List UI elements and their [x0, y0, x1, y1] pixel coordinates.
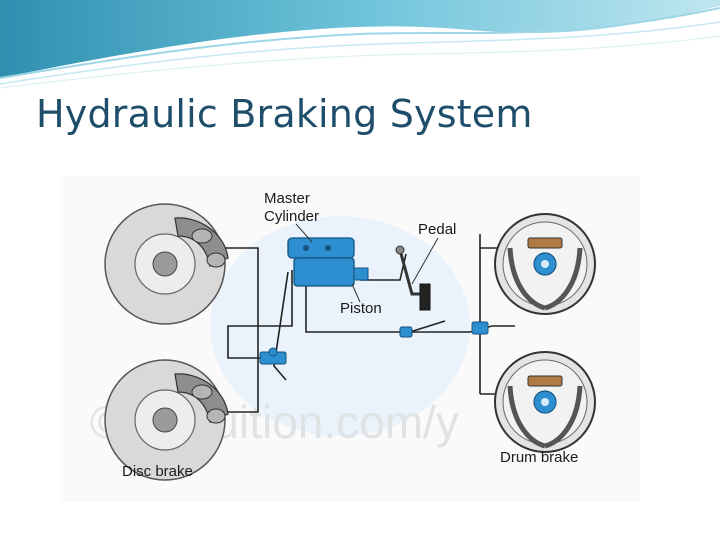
pedal-icon: [395, 245, 431, 311]
hydraulic-brake-diagram: ©tutetuition.com/y: [60, 176, 640, 502]
slide-title: Hydraulic Braking System: [36, 92, 533, 136]
label-pedal: Pedal: [418, 221, 456, 238]
drum-brake-bottom: [494, 351, 596, 453]
label-leaders: [295, 223, 439, 303]
line-fittings: [399, 321, 489, 338]
disc-brake-bottom: [104, 359, 229, 481]
label-piston: Piston: [340, 300, 382, 317]
disc-brake-top: [104, 203, 229, 325]
label-drum-brake: Drum brake: [500, 449, 578, 466]
master-cylinder: [287, 237, 369, 287]
header-wave-decoration: [0, 0, 720, 89]
proportioning-valve: [259, 347, 287, 365]
label-master-cylinder-line2: Cylinder: [264, 208, 319, 225]
label-master-cylinder-line1: Master: [264, 190, 310, 207]
label-disc-brake: Disc brake: [122, 463, 193, 480]
drum-brake-top: [494, 213, 596, 315]
